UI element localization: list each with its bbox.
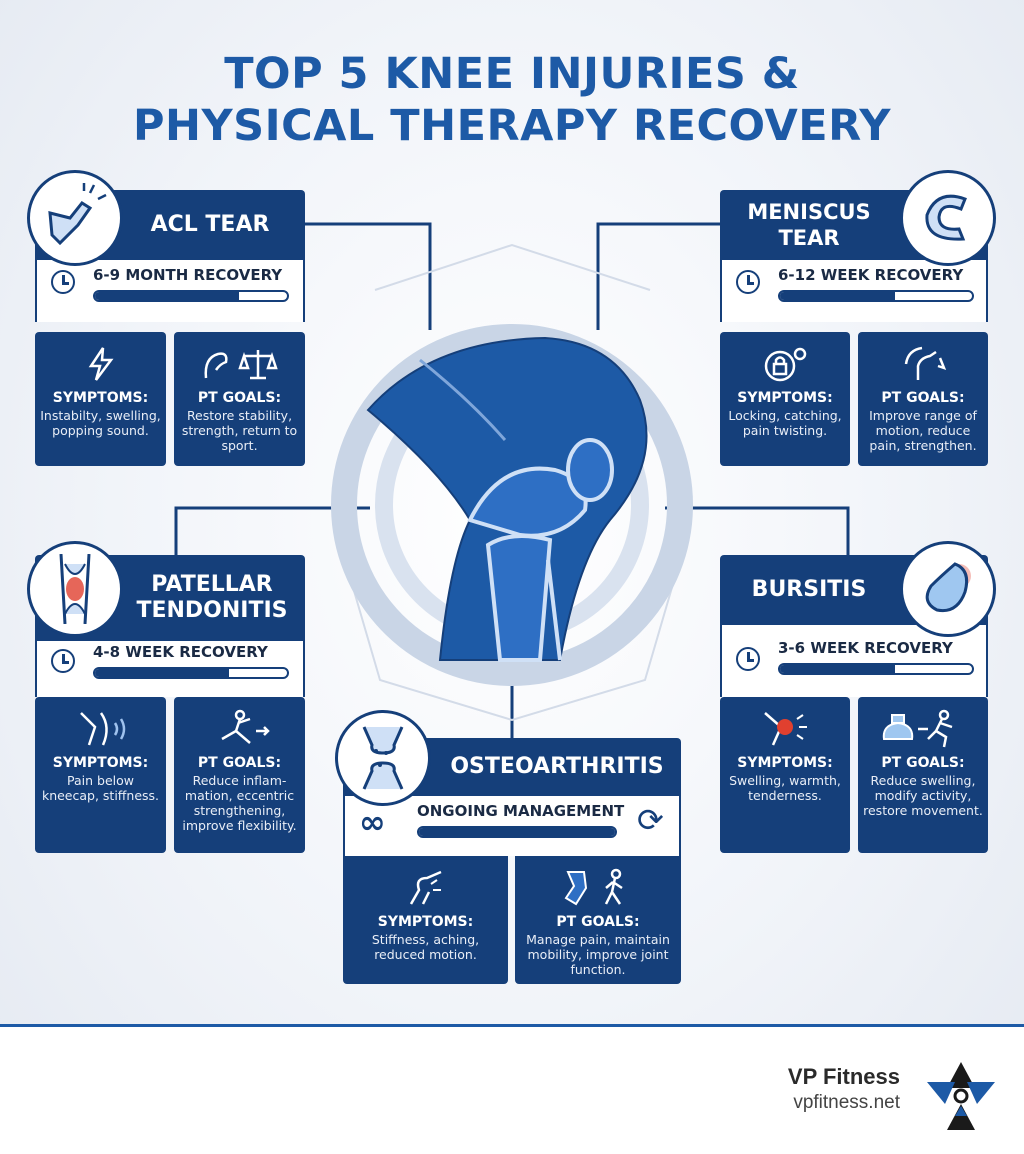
ice-pack-runner-icon (882, 709, 953, 748)
knee-pain-icon (27, 170, 123, 266)
tendon-icon (27, 541, 123, 637)
knee-illustration (331, 324, 693, 686)
recovery-section: ∞ ONGOING MANAGEMENT ⟳ (343, 796, 681, 856)
symptoms-panel: SYMPTOMS: Swelling, warmth, tenderness. (720, 697, 850, 853)
recovery-time: 4-8 WEEK RECOVERY (93, 643, 268, 661)
arthritic-joint-icon (335, 710, 431, 806)
pt-goals-panel: PT GOALS: Reduce inflam-mation, eccentri… (174, 697, 305, 853)
symptoms-panel: SYMPTOMS: Stiffness, aching, reduced mot… (343, 856, 508, 984)
recovery-progress-bar (417, 826, 617, 838)
injury-card-bursitis: BURSITIS 3-6 WEEK RECOVERY SYMPTOMS: Swe… (720, 541, 996, 853)
injury-card-acl: ACL TEAR 6-9 MONTH RECOVERY SYMPTOMS: In… (27, 170, 305, 466)
brand-block: VP Fitness vpfitness.net (788, 1064, 900, 1114)
stretch-icon (220, 709, 270, 744)
pt-goals-panel: PT GOALS: Improve range of motion, reduc… (858, 332, 988, 466)
footer-divider (0, 1024, 1024, 1027)
clock-icon (51, 649, 75, 673)
injury-card-patellar: PATELLAR TENDONITIS 4-8 WEEK RECOVERY SY… (27, 541, 305, 853)
brace-walker-icon (564, 868, 623, 906)
recovery-progress-bar (778, 290, 974, 302)
lock-gear-icon (764, 347, 807, 382)
muscle-scale-icon (204, 350, 278, 380)
pt-goals-panel: PT GOALS: Restore stability, strength, r… (174, 332, 305, 466)
infinity-icon: ∞ (359, 803, 386, 841)
vp-fitness-logo-icon (927, 1062, 995, 1130)
symptoms-panel: SYMPTOMS: Pain below kneecap, stiffness. (35, 697, 166, 853)
brand-url[interactable]: vpfitness.net (793, 1092, 900, 1113)
knee-wave-icon (79, 712, 125, 746)
recovery-progress-bar (93, 290, 289, 302)
recovery-time: ONGOING MANAGEMENT (417, 802, 625, 820)
recovery-section: 4-8 WEEK RECOVERY (35, 641, 305, 697)
recovery-time: 3-6 WEEK RECOVERY (778, 639, 953, 657)
recovery-progress-bar (93, 667, 289, 679)
refresh-icon: ⟳ (637, 801, 664, 839)
sore-knee-icon (409, 870, 441, 905)
recovery-section: 6-12 WEEK RECOVERY (720, 260, 988, 322)
lightning-icon (88, 347, 113, 381)
inflamed-knee-icon (764, 712, 807, 746)
pt-goals-panel: PT GOALS: Manage pain, maintain mobility… (515, 856, 681, 984)
symptoms-panel: SYMPTOMS: Instabilty, swelling, popping … (35, 332, 166, 466)
brand-name: VP Fitness (787, 1064, 900, 1089)
footer (0, 1027, 1024, 1154)
injury-card-osteoarthritis: OSTEOARTHRITIS ∞ ONGOING MANAGEMENT ⟳ SY… (335, 710, 681, 984)
page-title: TOP 5 KNEE INJURIES & PHYSICAL THERAPY R… (132, 49, 891, 151)
symptoms-panel: SYMPTOMS: Locking, catching, pain twisti… (720, 332, 850, 466)
recovery-section: 3-6 WEEK RECOVERY (720, 625, 988, 697)
pt-goals-panel: PT GOALS: Reduce swelling, modify activi… (858, 697, 988, 853)
recovery-time: 6-12 WEEK RECOVERY (778, 266, 964, 284)
clock-icon (736, 270, 760, 294)
bursa-icon (900, 541, 996, 637)
injury-card-meniscus: MENISCUS TEAR 6-12 WEEK RECOVERY SYMPTOM… (720, 170, 996, 466)
recovery-section: 6-9 MONTH RECOVERY (35, 260, 305, 322)
clock-icon (51, 270, 75, 294)
recovery-progress-bar (778, 663, 974, 675)
meniscus-icon (900, 170, 996, 266)
recovery-time: 6-9 MONTH RECOVERY (93, 266, 283, 284)
leg-rotation-icon (904, 346, 947, 380)
clock-icon (736, 647, 760, 671)
